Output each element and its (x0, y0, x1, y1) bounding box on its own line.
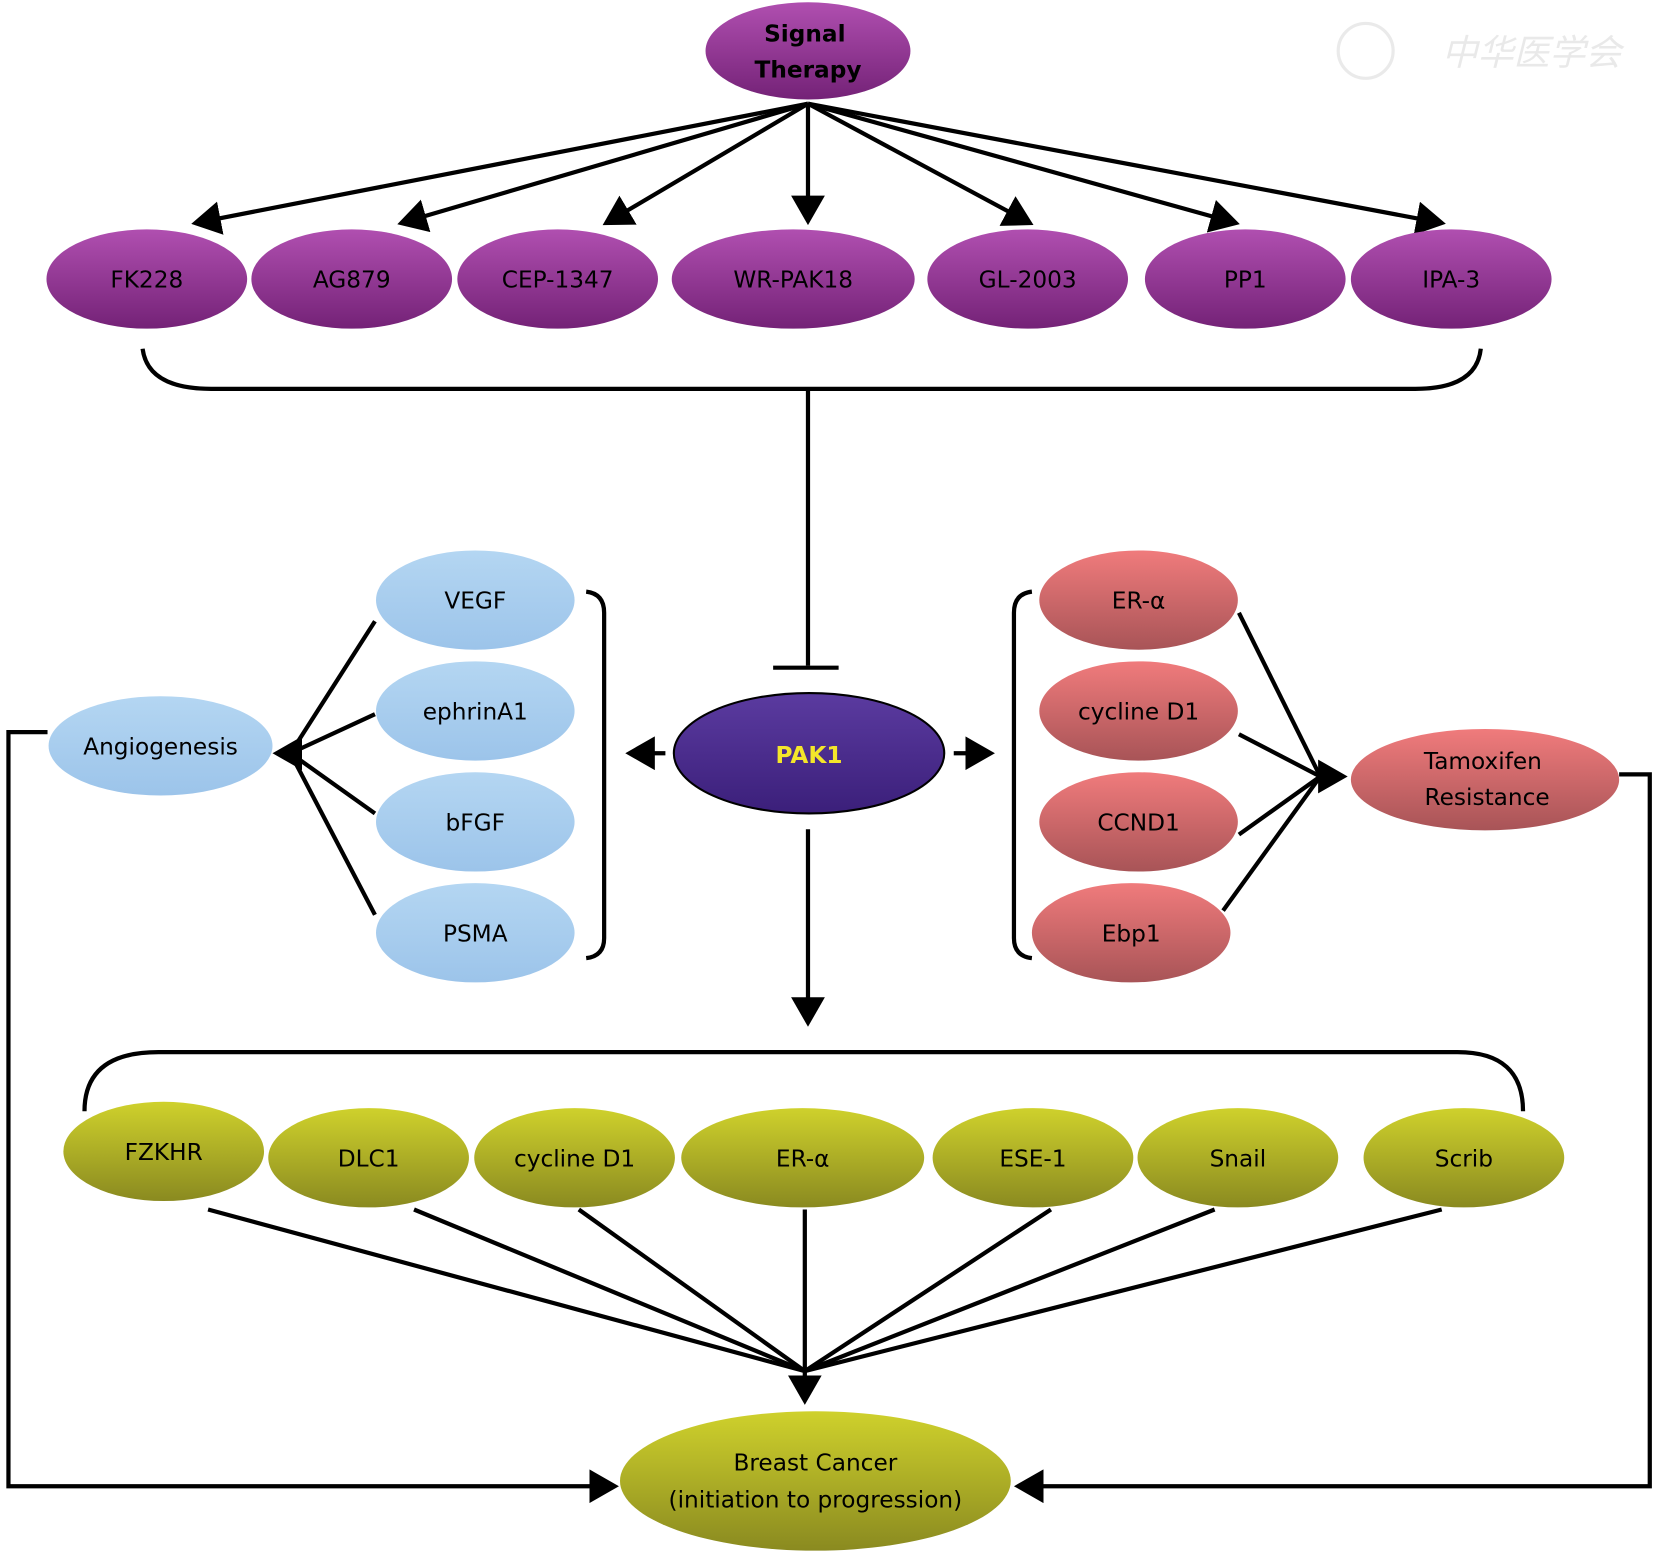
svg-text:Signal: Signal (764, 21, 845, 48)
angiogenesis-node: Angiogenesis (48, 696, 273, 796)
svg-text:FK228: FK228 (110, 267, 183, 294)
inhibitor-brace (140, 348, 1483, 391)
svg-text:ESE-1: ESE-1 (999, 1145, 1066, 1172)
svg-text:Angiogenesis: Angiogenesis (83, 733, 238, 760)
pak1-node: PAK1 (672, 691, 946, 815)
angiogenesis-factor-node: bFGF (376, 772, 575, 872)
target-links (207, 1207, 1443, 1405)
target-node: FZKHR (63, 1101, 265, 1202)
inhibitor-node: AG879 (251, 229, 453, 329)
target-node: Snail (1137, 1108, 1339, 1208)
angiogenesis-factor-node: ephrinA1 (376, 661, 575, 761)
target-node: cycline D1 (474, 1108, 675, 1208)
svg-text:Scrib: Scrib (1435, 1145, 1493, 1172)
svg-text:中华医学会: 中华医学会 (1442, 33, 1626, 74)
tamoxifen-node: Tamoxifen Resistance (1350, 728, 1620, 831)
target-node: DLC1 (268, 1108, 469, 1208)
angiogenesis-factor-node: VEGF (376, 550, 575, 650)
target-node: ER-α (681, 1108, 925, 1208)
svg-text:GL-2003: GL-2003 (979, 267, 1077, 294)
svg-text:FZKHR: FZKHR (125, 1139, 203, 1166)
tamoxifen-factor-node: cycline D1 (1039, 661, 1238, 761)
svg-text:Tamoxifen: Tamoxifen (1423, 748, 1542, 775)
svg-text:ER-α: ER-α (1112, 588, 1166, 615)
inhibitor-node: WR-PAK18 (671, 229, 915, 329)
svg-text:AG879: AG879 (313, 267, 391, 294)
svg-text:DLC1: DLC1 (338, 1145, 400, 1172)
target-row: FZKHR DLC1 cycline D1 ER-α ESE-1 Snail Scrib (63, 1101, 1565, 1208)
targets-brace (82, 1050, 1526, 1112)
target-node: Scrib (1363, 1108, 1565, 1208)
svg-text:PSMA: PSMA (443, 920, 508, 947)
svg-text:PAK1: PAK1 (776, 742, 843, 769)
svg-text:IPA-3: IPA-3 (1422, 267, 1480, 294)
svg-text:Resistance: Resistance (1425, 784, 1550, 811)
inhibitor-node: PP1 (1144, 229, 1346, 329)
svg-text:cycline D1: cycline D1 (514, 1145, 635, 1172)
svg-text:ER-α: ER-α (776, 1145, 830, 1172)
svg-text:Ebp1: Ebp1 (1102, 920, 1161, 947)
svg-text:(initiation to progression): (initiation to progression) (669, 1487, 963, 1514)
inhibitor-node: CEP-1347 (457, 229, 659, 329)
therapy-arrows (191, 101, 1446, 235)
svg-text:cycline D1: cycline D1 (1078, 699, 1199, 726)
tamoxifen-bracket (1011, 589, 1033, 961)
angiogenesis-links (272, 620, 377, 916)
svg-text:WR-PAK18: WR-PAK18 (733, 267, 853, 294)
angiogenesis-factor-node: PSMA (376, 883, 575, 983)
svg-text:PP1: PP1 (1224, 267, 1267, 294)
feedback-loops (6, 729, 1652, 1504)
svg-text:ephrinA1: ephrinA1 (423, 699, 528, 726)
watermark: 中华医学会 (1336, 21, 1626, 80)
inhibitor-node: GL-2003 (927, 229, 1129, 329)
svg-text:CCND1: CCND1 (1097, 810, 1179, 837)
signal-therapy-node: Signal Therapy (705, 2, 911, 100)
svg-text:VEGF: VEGF (444, 588, 506, 615)
inhibitor-node: FK228 (46, 229, 248, 329)
tamoxifen-factor-node: CCND1 (1039, 772, 1238, 872)
svg-text:bFGF: bFGF (446, 810, 505, 837)
tamoxifen-links (1221, 611, 1348, 912)
angiogenesis-bracket (585, 589, 607, 961)
target-node: ESE-1 (932, 1108, 1134, 1208)
svg-text:Therapy: Therapy (754, 56, 861, 83)
svg-text:Breast Cancer: Breast Cancer (733, 1450, 897, 1477)
breast-cancer-node: Breast Cancer (initiation to progression… (619, 1411, 1011, 1551)
svg-text:Snail: Snail (1210, 1145, 1267, 1172)
tamoxifen-factor-node: ER-α (1039, 550, 1238, 650)
svg-text:CEP-1347: CEP-1347 (502, 267, 614, 294)
angiogenesis-factors: VEGF ephrinA1 bFGF PSMA (376, 550, 575, 983)
inhibitor-row: FK228 AG879 CEP-1347 WR-PAK18 GL-2003 PP1 IPA-… (46, 229, 1552, 329)
tamoxifen-factor-node: Ebp1 (1031, 883, 1231, 983)
inhibitor-node: IPA-3 (1350, 229, 1552, 329)
